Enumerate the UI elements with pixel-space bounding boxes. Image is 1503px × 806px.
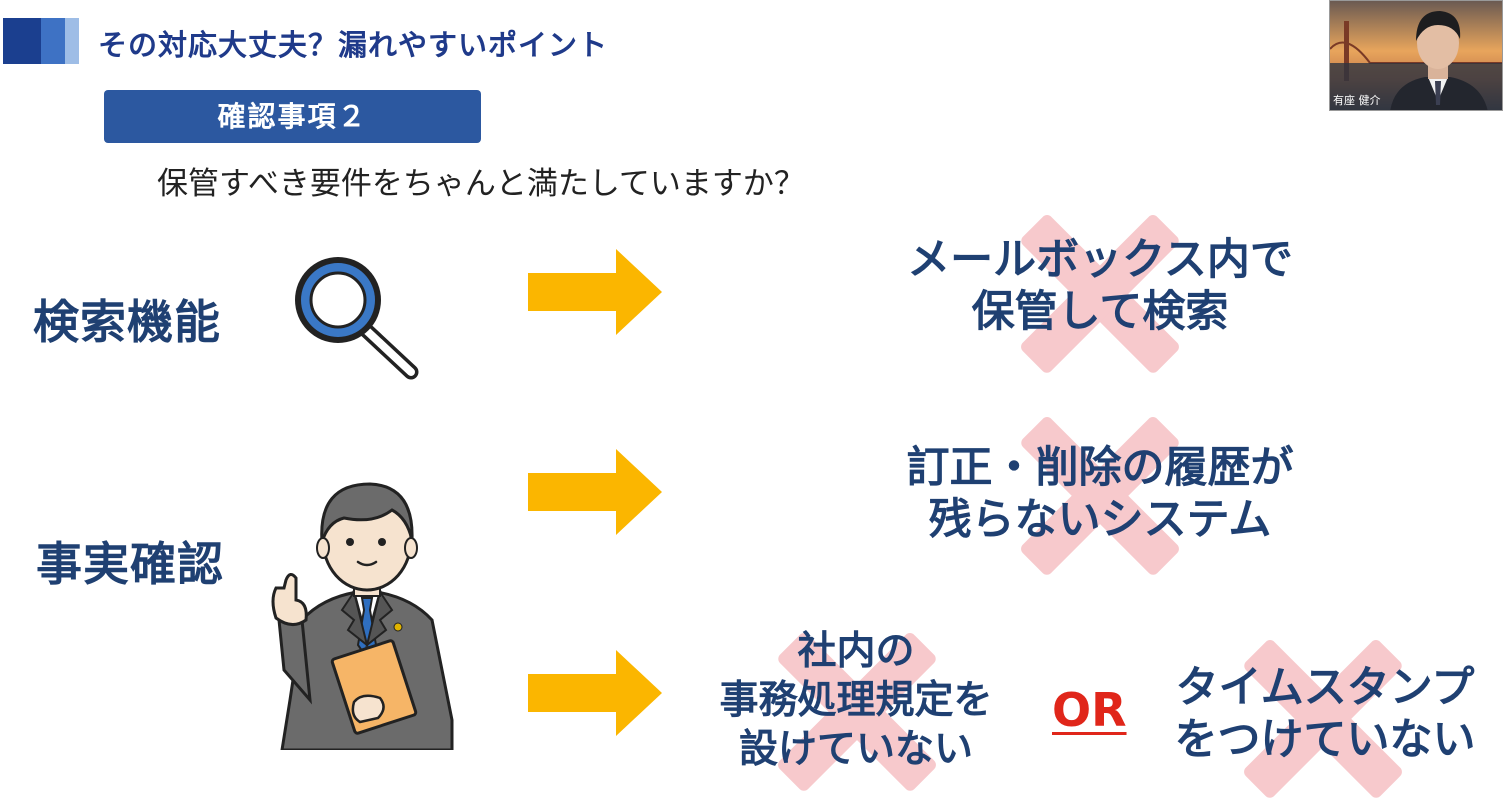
arrow-right-icon xyxy=(528,449,662,535)
magnifying-glass-icon xyxy=(295,257,419,380)
result-rules: 社内の 事務処理規定を 設けていない xyxy=(719,629,993,772)
result-history: 訂正・削除の履歴が 残らないシステム xyxy=(906,443,1294,546)
result-mailbox: メールボックス内で 保管して検索 xyxy=(907,235,1293,338)
result-timestamp: タイムスタンプ をつけていない xyxy=(1174,663,1476,766)
question-text: 保管すべき要件をちゃんと満たしていますか？ xyxy=(157,166,805,202)
header-bar-mid xyxy=(41,18,65,64)
section-label-fact: 事実確認 xyxy=(36,537,224,591)
businessman-illustration xyxy=(271,482,454,750)
slide-title: その対応大丈夫？漏れやすいポイント xyxy=(98,28,609,62)
participant-name: 有座 健介 xyxy=(1333,94,1381,107)
header-accent-bars xyxy=(3,18,79,64)
webcam-thumbnail[interactable]: 有座 健介 xyxy=(1329,0,1503,111)
section-label-search: 検索機能 xyxy=(33,295,221,349)
webcam-video xyxy=(1330,1,1502,110)
header-bar-light xyxy=(65,18,79,64)
header-bar-dark xyxy=(3,18,41,64)
or-label: OR xyxy=(1052,683,1127,737)
check-item-badge: 確認事項２ xyxy=(104,90,481,143)
arrow-right-icon xyxy=(528,650,662,736)
arrow-right-icon xyxy=(528,249,662,335)
